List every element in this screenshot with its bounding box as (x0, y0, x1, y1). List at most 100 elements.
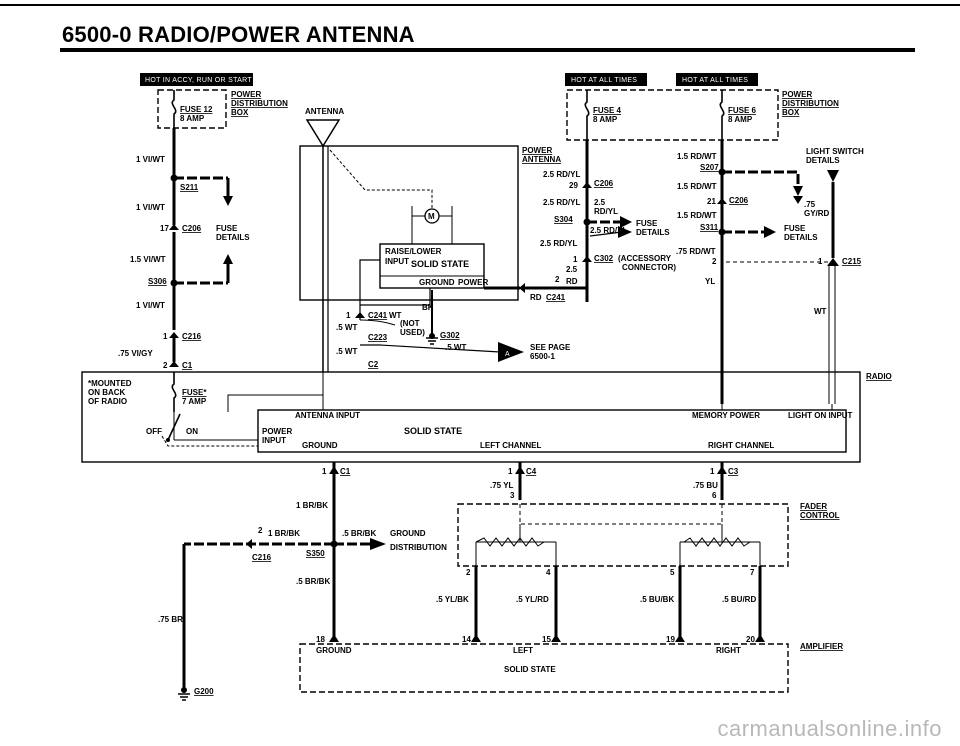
pin-2-c216b: 2 (258, 526, 263, 535)
watermark: carmanualsonline.info (717, 716, 942, 741)
fuse-star-symbol (171, 372, 177, 412)
pin-2-c302: 2 (555, 275, 560, 284)
hot-accy-text: HOT IN ACCY, RUN OR START (145, 77, 252, 84)
c206-b-connector (582, 182, 592, 188)
fuse-4-symbol (584, 90, 590, 140)
s306-label: S306 (148, 277, 167, 286)
wire-rd-b: RD (530, 293, 542, 302)
fuse-4-amp: 8 AMP (593, 115, 618, 124)
pdb-distribution-left: DISTRIBUTION (231, 99, 288, 108)
wt-wire-to-see-page (360, 344, 501, 353)
c1-a-label: C1 (182, 361, 193, 370)
raise-lower-solid-state: SOLID STATE (411, 259, 469, 269)
title-rule (60, 48, 915, 52)
pin-2-fader: 2 (466, 568, 471, 577)
pdb-distribution-right: DISTRIBUTION (782, 99, 839, 108)
amp-solid-state-label: SOLID STATE (504, 665, 556, 674)
wire-1vlwt-c: 1 VI/WT (136, 301, 165, 310)
radio-label: RADIO (866, 372, 892, 381)
c302-connector (582, 256, 592, 262)
amp-pin-19 (675, 634, 685, 642)
c206-a-connector (169, 224, 179, 230)
see-page-arrow (498, 342, 524, 362)
fuse-details-a2: DETAILS (216, 233, 250, 242)
wire-5brbk-a: .5 BR/BK (342, 529, 376, 538)
power-input-2: INPUT (262, 436, 286, 445)
c216-b-connector (246, 539, 252, 549)
light-switch-thin-wire (828, 266, 836, 404)
not-used-1: (NOT (400, 319, 420, 328)
s311-arrow (764, 226, 776, 238)
not-used-2: USED) (400, 328, 425, 337)
wire-15rdwt-a: 1.5 RD/WT (677, 152, 717, 161)
c241-b-label: C241 (546, 293, 566, 302)
wire-15vlwt: 1.5 VI/WT (130, 255, 166, 264)
g302-label: G302 (440, 331, 460, 340)
power-antenna-label-1: POWER (522, 146, 552, 155)
wire-75bu: .75 BU (693, 481, 718, 490)
fuse-star-name: FUSE* (182, 388, 207, 397)
amplifier-label: AMPLIFIER (800, 642, 843, 651)
s304-arrow (620, 216, 632, 228)
power-antenna-label-2: ANTENNA (522, 155, 561, 164)
hot-all-banner-1 (565, 73, 647, 86)
c206-c-connector (717, 198, 727, 204)
antenna-diagonal (329, 149, 433, 210)
antenna-symbol (305, 119, 341, 148)
c216-a-connector (169, 332, 179, 338)
accessory-1: (ACCESSORY (618, 254, 672, 263)
pin-1-c302: 1 (573, 255, 578, 264)
raise-lower-module (379, 243, 485, 289)
pin-21: 21 (707, 197, 716, 206)
pdb-power-left: POWER (231, 90, 261, 99)
power-antenna-box (299, 145, 519, 301)
motor-leads (411, 206, 453, 244)
fader-control-box (457, 503, 789, 567)
c223-label: C223 (368, 333, 388, 342)
pin-7: 7 (750, 568, 755, 577)
pin-18: 18 (316, 635, 325, 644)
g302-dot (429, 333, 435, 339)
wire-75br: .75 BR (158, 615, 183, 624)
c241-a-label: C241 (368, 311, 388, 320)
c3-label: C3 (728, 467, 739, 476)
fuse-4-name: FUSE 4 (593, 106, 622, 115)
wire-5burd: .5 BU/RD (722, 595, 756, 604)
c206-b-label: C206 (594, 179, 614, 188)
c241-connector (355, 312, 365, 318)
amp-pin-20 (755, 634, 765, 642)
pdb-box-left: BOX (231, 108, 249, 117)
g200-label: G200 (194, 687, 214, 696)
c206-c-label: C206 (729, 196, 749, 205)
amp-pin-14 (471, 634, 481, 642)
fader-internal (475, 504, 761, 566)
fuse-6-amp: 8 AMP (728, 115, 753, 124)
fuse-6-symbol (719, 90, 725, 140)
wire-5wt-a: .5 WT (336, 323, 357, 332)
light-switch-arrow (827, 170, 839, 182)
wire-1brbk-a: 1 BR/BK (296, 501, 328, 510)
not-used-wire (359, 319, 396, 326)
see-page-1: SEE PAGE (530, 343, 571, 352)
pdb-box-right: BOX (782, 108, 800, 117)
wire-5ylrd: .5 YL/RD (516, 595, 549, 604)
fuse-12-symbol (171, 90, 177, 128)
wire-25: 2.5 (594, 198, 606, 207)
memory-power-label: MEMORY POWER (692, 411, 760, 420)
s306-arrow (223, 254, 233, 264)
wire-15rdwt-c: 1.5 RD/WT (677, 211, 717, 220)
s207-branch (722, 170, 800, 186)
switch-dashed (161, 435, 258, 447)
switch-on: ON (186, 427, 198, 436)
radio-solid-state-label: SOLID STATE (404, 426, 462, 436)
c302-label: C302 (594, 254, 614, 263)
s311-label: S311 (700, 223, 719, 232)
c2-label: C2 (368, 360, 379, 369)
light-on-input-label: LIGHT ON INPUT (788, 411, 853, 420)
light-switch-2: DETAILS (806, 156, 840, 165)
fuse-details-b1: FUSE (636, 219, 658, 228)
s350-label: S350 (306, 549, 325, 558)
raise-lower-power: POWER (458, 278, 488, 287)
ground-dist-2: DISTRIBUTION (390, 543, 447, 552)
